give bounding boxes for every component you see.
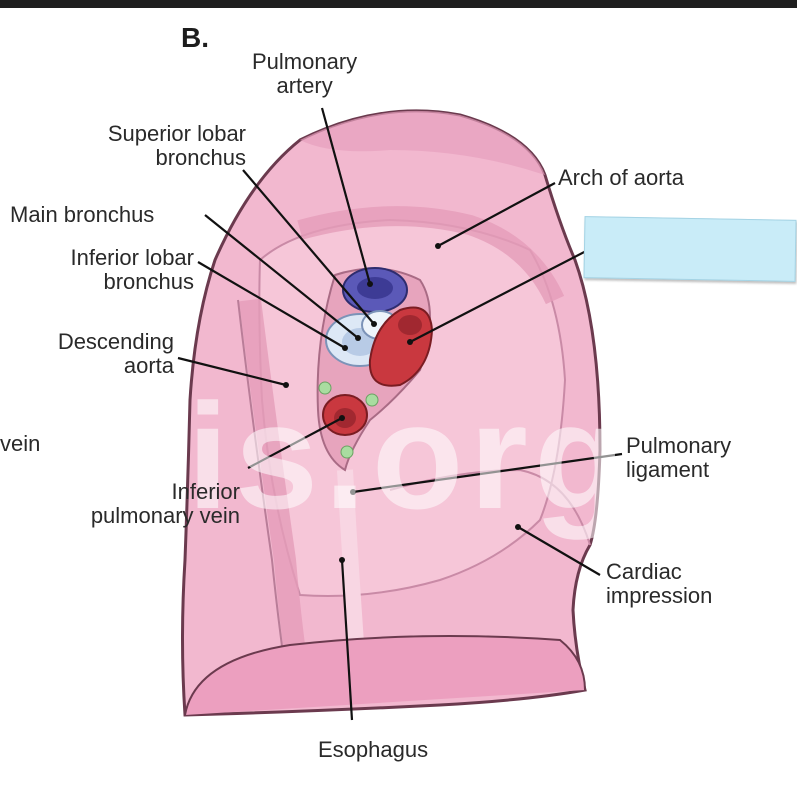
leader-descending-aorta xyxy=(177,356,287,387)
lung-apex-shading xyxy=(300,110,545,175)
label-esophagus: Esophagus xyxy=(318,737,429,762)
lung-base xyxy=(184,635,586,716)
leader-superior-lobar-bronchus xyxy=(242,169,375,325)
leader-blank-label xyxy=(409,247,593,343)
lymph-node xyxy=(340,445,354,459)
label-main-bronchus: Main bronchus xyxy=(10,202,155,227)
leader-pulmonary-artery xyxy=(320,107,372,285)
blank-label-box[interactable] xyxy=(583,216,797,282)
lymph-node xyxy=(365,393,379,407)
label-inferior-lobar-bronchus: Inferior lobar bronchus xyxy=(70,245,194,294)
leader-arch-of-aorta xyxy=(437,182,556,247)
label-pulmonary-ligament: Pulmonary ligament xyxy=(626,433,732,482)
label-arch-of-aorta: Arch of aorta xyxy=(558,165,684,190)
arch-of-aorta-groove xyxy=(297,206,565,305)
label-vein-partial: vein xyxy=(0,431,41,456)
label-inferior-pulmonary-vein: Inferior pulmonary vein xyxy=(90,479,240,528)
leader-main-bronchus xyxy=(204,214,359,339)
panel-letter: B. xyxy=(181,22,209,53)
leader-pulmonary-ligament xyxy=(352,452,623,494)
leader-inferior-pulmonary-vein xyxy=(247,417,343,469)
label-cardiac-impression: Cardiac impression xyxy=(606,559,713,608)
leader-inferior-lobar-bronchus xyxy=(197,261,346,349)
label-descending-aorta: Descending aorta xyxy=(57,329,174,378)
top-border-bar xyxy=(0,0,797,8)
label-superior-lobar-bronchus: Superior lobar bronchus xyxy=(107,121,246,170)
label-pulmonary-artery: Pulmonary artery xyxy=(252,49,358,98)
descending-aorta-groove xyxy=(239,298,311,692)
lymph-node xyxy=(318,381,332,395)
leader-cardiac-impression xyxy=(517,526,601,576)
leader-esophagus xyxy=(340,559,354,721)
